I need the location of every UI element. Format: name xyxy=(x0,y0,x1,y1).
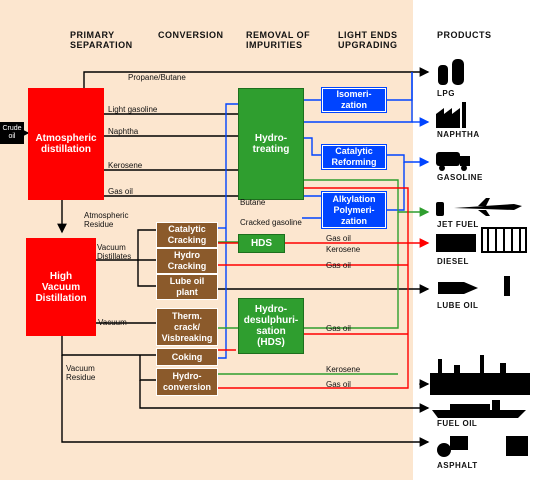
stream-kerosene-hds: Kerosene xyxy=(326,245,361,254)
header-primary-separation: PRIMARY SEPARATION xyxy=(70,30,133,50)
crude-oil-label: Crude oil xyxy=(2,125,22,140)
catalytic-cracking-unit[interactable]: Catalytic Cracking xyxy=(156,222,218,248)
product-jet-fuel: JET FUEL xyxy=(437,220,479,229)
catalytic-reforming-unit[interactable]: Catalytic Reforming xyxy=(321,144,387,170)
product-asphalt: ASPHALT xyxy=(437,461,478,470)
fuel-oil-ship-icon xyxy=(432,400,526,418)
fuel-oil-industry-icon xyxy=(430,355,530,395)
stream-gas-oil-hds: Gas oil xyxy=(326,234,351,243)
hydro-cracking-unit[interactable]: Hydro Cracking xyxy=(156,248,218,274)
product-fuel-oil: FUEL OIL xyxy=(437,419,478,428)
jet-fuel-plane-icon xyxy=(436,198,522,216)
product-diesel: DIESEL xyxy=(437,257,469,266)
lube-oil-can-icon xyxy=(438,276,510,296)
stream-gas-oil: Gas oil xyxy=(108,187,133,196)
hds-unit[interactable]: HDS xyxy=(238,234,285,253)
stream-atmospheric-residue: Atmospheric Residue xyxy=(84,211,129,229)
gasoline-tanker-icon xyxy=(436,152,470,171)
stream-vacuum-distillates: Vacuum Distillates xyxy=(97,243,132,261)
stream-gas-oil-hydroconversion: Gas oil xyxy=(326,380,351,389)
lpg-tank-icon xyxy=(438,59,464,85)
product-gasoline: GASOLINE xyxy=(437,173,483,182)
stream-gas-oil-hydrodesulph: Gas oil xyxy=(326,324,351,333)
stream-vacuum-residue: Vacuum Residue xyxy=(66,364,96,382)
naphtha-factory-icon xyxy=(436,102,466,128)
stream-kerosene-hydroconversion: Kerosene xyxy=(326,365,361,374)
stream-vacuum: Vacuum xyxy=(98,318,127,327)
stream-cracked-gasoline: Cracked gasoline xyxy=(240,218,302,227)
product-naphtha: NAPHTHA xyxy=(437,130,480,139)
hydroconversion-unit[interactable]: Hydro- conversion xyxy=(156,368,218,396)
asphalt-roller-icon xyxy=(437,436,528,457)
header-products: PRODUCTS xyxy=(437,30,492,40)
stream-light-gasoline: Light gasoline xyxy=(108,105,158,114)
high-vacuum-distillation-unit[interactable]: High Vacuum Distillation xyxy=(26,238,96,336)
stream-propane-butane: Propane/Butane xyxy=(128,73,186,82)
stream-kerosene: Kerosene xyxy=(108,161,143,170)
alkylation-polymerization-unit[interactable]: Alkylation Polymeri- zation xyxy=(321,191,387,229)
coking-unit[interactable]: Coking xyxy=(156,348,218,366)
header-conversion: CONVERSION xyxy=(158,30,224,40)
product-lube-oil: LUBE OIL xyxy=(437,301,479,310)
hydrotreating-unit[interactable]: Hydro- treating xyxy=(238,88,304,200)
header-removal-of-impurities: REMOVAL OF IMPURITIES xyxy=(246,30,311,50)
atmospheric-distillation-unit[interactable]: Atmospheric distillation xyxy=(28,88,104,200)
hydrodesulphurisation-unit[interactable]: Hydro- desulphuri- sation (HDS) xyxy=(238,298,304,354)
diesel-train-icon xyxy=(436,227,527,253)
stream-butane: Butane xyxy=(240,198,266,207)
lube-oil-plant-unit[interactable]: Lube oil plant xyxy=(156,274,218,300)
header-light-ends-upgrading: LIGHT ENDS UPGRADING xyxy=(338,30,398,50)
crude-oil-input: Crude oil xyxy=(0,122,24,144)
thermal-cracking-visbreaking-unit[interactable]: Therm. crack/ Visbreaking xyxy=(156,308,218,346)
stream-gas-oil-hydrocracking: Gas oil xyxy=(326,261,351,270)
isomerization-unit[interactable]: Isomeri- zation xyxy=(321,87,387,113)
product-lpg: LPG xyxy=(437,89,455,98)
stream-naphtha: Naphtha xyxy=(108,127,139,136)
